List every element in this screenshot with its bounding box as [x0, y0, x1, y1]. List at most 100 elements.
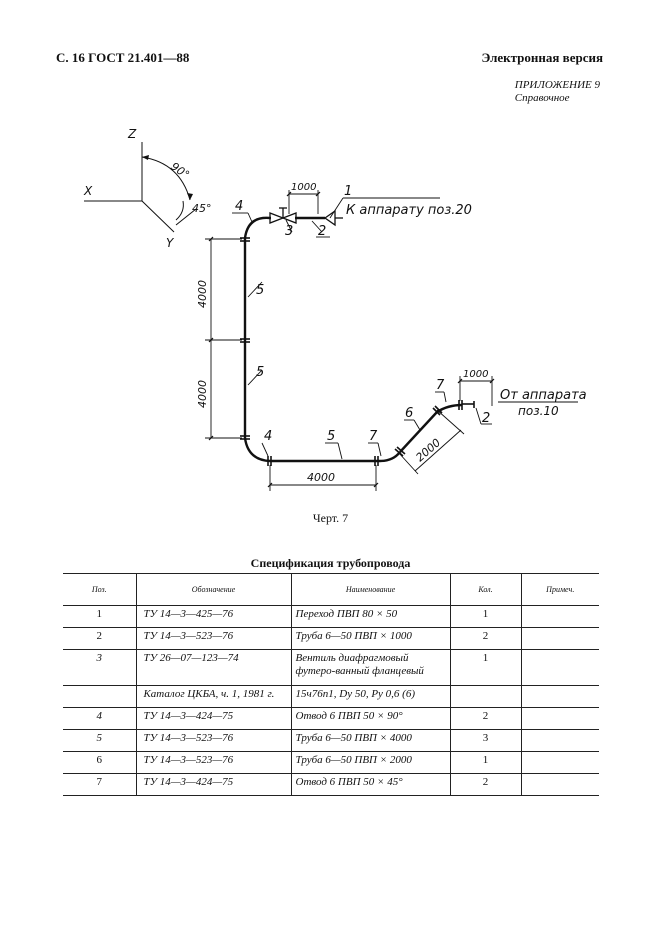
cell-code: ТУ 14—3—424—75: [135, 707, 292, 730]
cell-pos: 7: [63, 773, 137, 796]
table-header-row: Поз. Обозначение Наименование Кол. Приме…: [63, 573, 599, 606]
pipeline-drawing: Z X Y 90° 45° 1000 4000 4000 4000 2000 1…: [83, 127, 587, 491]
note-from-apparatus-2: поз.10: [518, 404, 559, 418]
cell-qty: 1: [449, 649, 522, 686]
position-7-b: 7: [436, 378, 445, 393]
pipe-elbow-90-top: [243, 216, 271, 239]
cell-pos: 1: [63, 605, 137, 628]
cell-qty: 2: [449, 707, 522, 730]
axis-z-label: Z: [127, 127, 137, 141]
cell-pos: 5: [63, 729, 137, 752]
position-4-bottom: 4: [264, 429, 272, 444]
axis-y-label: Y: [166, 236, 175, 250]
specification-title: Спецификация трубопровода: [250, 556, 411, 570]
dim-tick: [457, 378, 463, 384]
position-5-c: 5: [327, 429, 335, 444]
cell-qty: 3: [449, 729, 522, 752]
appendix-title: ПРИЛОЖЕНИЕ 9: [514, 79, 600, 91]
angle-90-label: 90°: [168, 160, 191, 182]
dim-tick: [208, 435, 214, 441]
leader-4b: [261, 442, 269, 457]
specification-table: Поз. Обозначение Наименование Кол. Приме…: [63, 573, 599, 796]
table-row: 5 ТУ 14—3—523—76 Труба 6—50 ПВП × 4000 3: [63, 729, 599, 752]
arc-arrow-icon: [187, 193, 193, 200]
cell-name: Отвод 6 ПВП 50 × 45°: [290, 773, 451, 796]
table-row: 2 ТУ 14—3—523—76 Труба 6—50 ПВП × 1000 2: [63, 627, 599, 650]
cell-name: Труба 6—50 ПВП × 2000: [290, 751, 451, 774]
leader-2: [311, 220, 323, 233]
col-header-pos: Поз.: [63, 573, 137, 606]
position-1: 1: [344, 184, 352, 199]
cell-note: [520, 685, 599, 708]
cell-pos: [63, 685, 137, 708]
cell-name: Отвод 6 ПВП 50 × 90°: [290, 707, 451, 730]
position-5-a: 5: [256, 283, 264, 298]
appendix-label: ПРИЛОЖЕНИЕ 9 Справочное: [515, 79, 600, 105]
cell-note: [520, 773, 599, 796]
cell-note: [520, 627, 599, 650]
dim-label-v-4000-a: 4000: [196, 280, 209, 308]
dim-line-diagonal: [414, 429, 462, 472]
cell-name: Переход ПВП 80 × 50: [290, 605, 451, 628]
leader-5a: [247, 281, 263, 298]
leader-4: [247, 212, 253, 223]
col-header-name: Наименование: [290, 573, 451, 606]
leader-6: [413, 419, 421, 431]
cell-qty: [449, 685, 522, 708]
cell-pos: 3: [63, 649, 137, 686]
angle-45-arc: [175, 200, 184, 221]
dim-tick: [373, 482, 379, 488]
position-6: 6: [405, 406, 413, 421]
flange: [434, 405, 443, 414]
note-to-apparatus: К аппарату поз.20: [346, 203, 472, 218]
figure-caption: Черт. 7: [312, 511, 349, 525]
dim-label-top-1000: 1000: [291, 182, 316, 193]
angle-45-label: 45°: [192, 202, 212, 215]
dim-tick: [315, 191, 321, 197]
dim-tick: [208, 337, 214, 343]
cell-name: Вентиль диафрагмовый футеро-ванный фланц…: [290, 649, 451, 686]
leader-1: [329, 197, 344, 219]
dim-tick: [489, 378, 495, 384]
dim-label-right-1000: 1000: [463, 369, 488, 380]
valve-right-triangle: [281, 212, 297, 224]
table-row: 6 ТУ 14—3—523—76 Труба 6—50 ПВП × 2000 1: [63, 751, 599, 774]
pipe-diagonal: [399, 411, 438, 453]
table-row: 7 ТУ 14—3—424—75 Отвод 6 ПВП 50 × 45° 2: [63, 773, 599, 796]
cell-name: Труба 6—50 ПВП × 4000: [290, 729, 451, 752]
position-3: 3: [285, 224, 293, 239]
appendix-subtitle: Справочное: [514, 92, 570, 104]
cell-name: Труба 6—50 ПВП × 1000: [290, 627, 451, 650]
dim-tick: [267, 482, 273, 488]
cell-qty: 1: [449, 605, 522, 628]
note-from-apparatus-1: От аппарата: [500, 388, 587, 403]
axis-x-label: X: [83, 184, 93, 198]
flange: [396, 446, 406, 455]
leader-7b: [443, 391, 447, 403]
position-7-a: 7: [369, 429, 378, 444]
angle-45-leader: [175, 208, 197, 226]
pipe-elbow-45-bottom: [379, 451, 401, 463]
document-header-left: С. 16 ГОСТ 21.401—88: [56, 50, 190, 65]
cell-code: ТУ 14—3—523—76: [135, 751, 292, 774]
table-row: Каталог ЦКБА, ч. 1, 1981 г. 15ч76п1, Dу …: [63, 685, 599, 708]
cell-pos: 6: [63, 751, 137, 774]
position-2-right: 2: [482, 411, 490, 426]
col-header-note: Примеч.: [520, 573, 599, 606]
cell-qty: 1: [449, 751, 522, 774]
cell-note: [520, 605, 599, 628]
valve-left-triangle: [269, 212, 285, 224]
dim-ext: [397, 451, 419, 475]
table-row: 4 ТУ 14—3—424—75 Отвод 6 ПВП 50 × 90° 2: [63, 707, 599, 730]
dim-label-h-4000: 4000: [307, 471, 335, 484]
cell-note: [520, 729, 599, 752]
table-row: 3 ТУ 26—07—123—74 Вентиль диафрагмовый ф…: [63, 649, 599, 686]
dim-ext: [436, 409, 465, 435]
pipe-elbow-90-bottom: [243, 437, 271, 463]
col-header-qty: Кол.: [449, 573, 522, 606]
dim-label-v-4000-b: 4000: [196, 380, 209, 408]
leader-2b: [475, 407, 482, 425]
cell-note: [520, 649, 599, 686]
col-header-code: Обозначение: [135, 573, 292, 606]
cell-code: ТУ 14—3—523—76: [135, 729, 292, 752]
